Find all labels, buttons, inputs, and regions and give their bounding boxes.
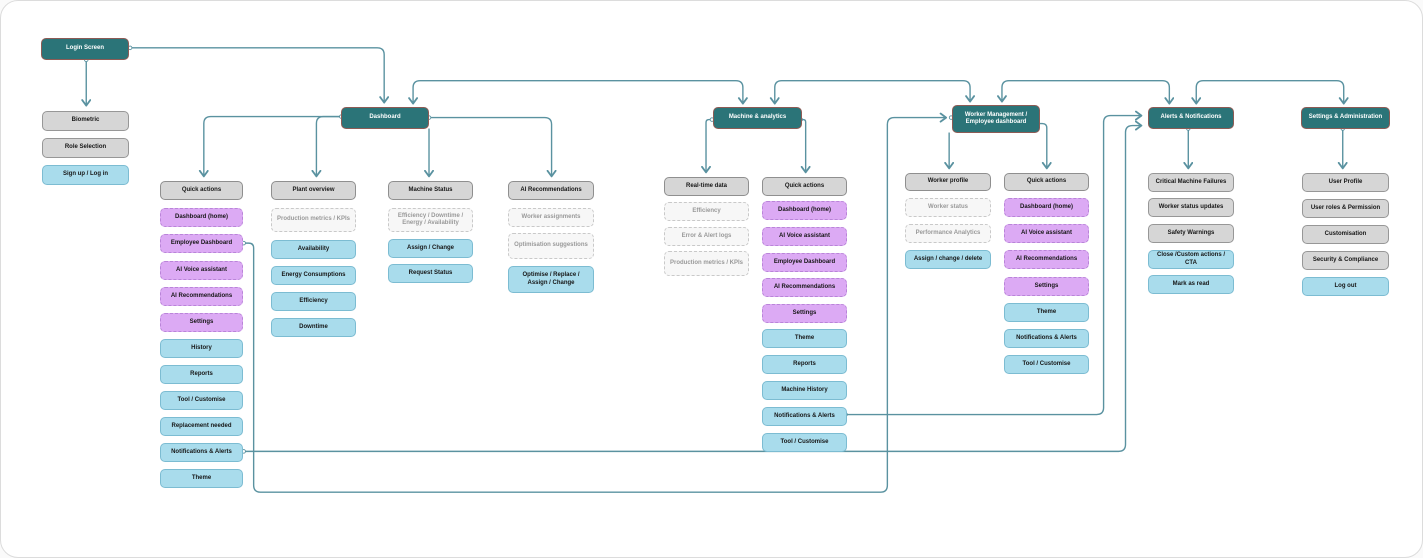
auth-biometric-node[interactable]: Biometric bbox=[42, 111, 129, 131]
col1-replacement-needed-node[interactable]: Replacement needed bbox=[160, 417, 243, 436]
col6-reports-node[interactable]: Reports bbox=[762, 355, 847, 374]
col6-quick-actions-header[interactable]: Quick actions bbox=[762, 177, 847, 196]
col1-employee-dashboard-node[interactable]: Employee Dashboard bbox=[160, 234, 243, 253]
edge-dashboard-to-quick-actions bbox=[204, 115, 342, 177]
col10-user-roles-permission-node[interactable]: User roles & Permission bbox=[1302, 199, 1389, 218]
col1-theme-node[interactable]: Theme bbox=[160, 469, 243, 488]
col8-ai-recommendations-node[interactable]: AI Recommendations bbox=[1004, 250, 1089, 269]
col1-history-node[interactable]: History bbox=[160, 339, 243, 358]
col9-critical-machine-failures-node[interactable]: Critical Machine Failures bbox=[1148, 173, 1234, 192]
edge-dashboard-to-plant-overview bbox=[316, 115, 342, 177]
col3-machine-status-header[interactable]: Machine Status bbox=[388, 181, 473, 200]
col6-tool-customise-node[interactable]: Tool / Customise bbox=[762, 433, 847, 452]
col5-efficiency-node[interactable]: Efficiency bbox=[664, 202, 749, 221]
col5-production-metrics-kpis-node[interactable]: Production metrics / KPIs bbox=[664, 251, 749, 276]
col7-worker-profile-header[interactable]: Worker profile bbox=[905, 173, 991, 191]
col10-user-profile-node[interactable]: User Profile bbox=[1302, 173, 1389, 192]
edge-rail-dashboard-machine bbox=[413, 80, 743, 104]
edge-machine-to-quick-actions bbox=[800, 118, 806, 173]
edge-dashboard-to-ai-recommendations bbox=[429, 116, 552, 177]
col2-energy-consumptions-node[interactable]: Energy Consumptions bbox=[271, 266, 356, 285]
col3-assign-change-node[interactable]: Assign / Change bbox=[388, 239, 473, 258]
col4-ai-recommendations-header[interactable]: AI Recommendations bbox=[508, 181, 594, 200]
col1-ai-recommendations-node[interactable]: AI Recommendations bbox=[160, 287, 243, 306]
col6-ai-voice-assistant-node[interactable]: AI Voice assistant bbox=[762, 227, 847, 246]
edge-rail-alerts-settings bbox=[1196, 80, 1343, 104]
col9-mark-as-read-node[interactable]: Mark as read bbox=[1148, 275, 1234, 294]
col2-plant-overview-header[interactable]: Plant overview bbox=[271, 181, 356, 200]
col8-dashboard-home-node[interactable]: Dashboard (home) bbox=[1004, 198, 1089, 217]
col8-quick-actions-header[interactable]: Quick actions bbox=[1004, 173, 1089, 191]
auth-role-selection-node[interactable]: Role Selection bbox=[42, 138, 129, 158]
screen-settings-administration-node[interactable]: Settings & Administration bbox=[1301, 107, 1390, 129]
col2-production-metrics-kpis-node[interactable]: Production metrics / KPIs bbox=[271, 208, 356, 232]
col8-ai-voice-assistant-node[interactable]: AI Voice assistant bbox=[1004, 224, 1089, 243]
col4-optimise-replace-assign-change-node[interactable]: Optimise / Replace / Assign / Change bbox=[508, 266, 594, 293]
col1-dashboard-home-node[interactable]: Dashboard (home) bbox=[160, 208, 243, 227]
col6-ai-recommendations-node[interactable]: AI Recommendations bbox=[762, 278, 847, 297]
col2-downtime-node[interactable]: Downtime bbox=[271, 318, 356, 337]
col9-worker-status-updates-node[interactable]: Worker status updates bbox=[1148, 198, 1234, 217]
col6-machine-history-node[interactable]: Machine History bbox=[762, 381, 847, 400]
col7-assign-change-delete-node[interactable]: Assign / change / delete bbox=[905, 250, 991, 269]
edge-login-to-dashboard bbox=[130, 47, 384, 103]
col2-availability-node[interactable]: Availability bbox=[271, 240, 356, 259]
col7-performance-analytics-node[interactable]: Performance Analytics bbox=[905, 224, 991, 243]
col3-request-status-node[interactable]: Request Status bbox=[388, 264, 473, 283]
screen-worker-management-employee-dashboard-node[interactable]: Worker Management / Employee dashboard bbox=[952, 105, 1040, 133]
col6-dashboard-home-node[interactable]: Dashboard (home) bbox=[762, 201, 847, 220]
col10-security-compliance-node[interactable]: Security & Compliance bbox=[1302, 251, 1389, 270]
edge-machine-to-real-time-data bbox=[706, 118, 712, 173]
col4-optimisation-suggestions-node[interactable]: Optimisation suggestions bbox=[508, 233, 594, 259]
screen-dashboard-node[interactable]: Dashboard bbox=[341, 107, 429, 129]
col6-employee-dashboard-node[interactable]: Employee Dashboard bbox=[762, 253, 847, 272]
col1-reports-node[interactable]: Reports bbox=[160, 365, 243, 384]
col6-notifications-alerts-node[interactable]: Notifications & Alerts bbox=[762, 407, 847, 426]
col8-settings-node[interactable]: Settings bbox=[1004, 277, 1089, 296]
edge-rail-worker-alerts bbox=[1002, 80, 1169, 104]
col7-worker-status-node[interactable]: Worker status bbox=[905, 198, 991, 217]
col9-close-custom-actions-cta-node[interactable]: Close /Custom actions / CTA bbox=[1148, 250, 1234, 269]
col5-real-time-data-header[interactable]: Real-time data bbox=[664, 177, 749, 196]
col3-efficiency-downtime-energy-availability-node[interactable]: Efficiency / Downtime / Energy / Availab… bbox=[388, 208, 473, 232]
col1-settings-node[interactable]: Settings bbox=[160, 313, 243, 332]
col1-notifications-alerts-node[interactable]: Notifications & Alerts bbox=[160, 443, 243, 462]
col1-tool-customise-node[interactable]: Tool / Customise bbox=[160, 391, 243, 410]
screen-machine-analytics-node[interactable]: Machine & analytics bbox=[713, 107, 802, 129]
col2-efficiency-node[interactable]: Efficiency bbox=[271, 292, 356, 311]
auth-sign-up-log-in-node[interactable]: Sign up / Log in bbox=[42, 165, 129, 185]
col8-notifications-alerts-node[interactable]: Notifications & Alerts bbox=[1004, 329, 1089, 348]
col6-settings-node[interactable]: Settings bbox=[762, 304, 847, 323]
col1-ai-voice-assistant-node[interactable]: AI Voice assistant bbox=[160, 261, 243, 280]
edge-col6-notifications-to-alerts bbox=[845, 116, 1142, 416]
edge-rail-machine-worker bbox=[775, 80, 970, 104]
col1-quick-actions-header[interactable]: Quick actions bbox=[160, 181, 243, 200]
col9-safety-warnings-node[interactable]: Safety Warnings bbox=[1148, 224, 1234, 243]
col10-customisation-node[interactable]: Customisation bbox=[1302, 225, 1389, 244]
screen-alerts-notifications-node[interactable]: Alerts & Notifications bbox=[1148, 107, 1234, 129]
col10-log-out-node[interactable]: Log out bbox=[1302, 277, 1389, 296]
col8-tool-customise-node[interactable]: Tool / Customise bbox=[1004, 355, 1089, 374]
col8-theme-node[interactable]: Theme bbox=[1004, 303, 1089, 322]
col6-theme-node[interactable]: Theme bbox=[762, 329, 847, 348]
col5-error-alert-logs-node[interactable]: Error & Alert logs bbox=[664, 227, 749, 246]
screen-login-screen-node[interactable]: Login Screen bbox=[41, 38, 129, 60]
col4-worker-assignments-node[interactable]: Worker assignments bbox=[508, 208, 594, 227]
